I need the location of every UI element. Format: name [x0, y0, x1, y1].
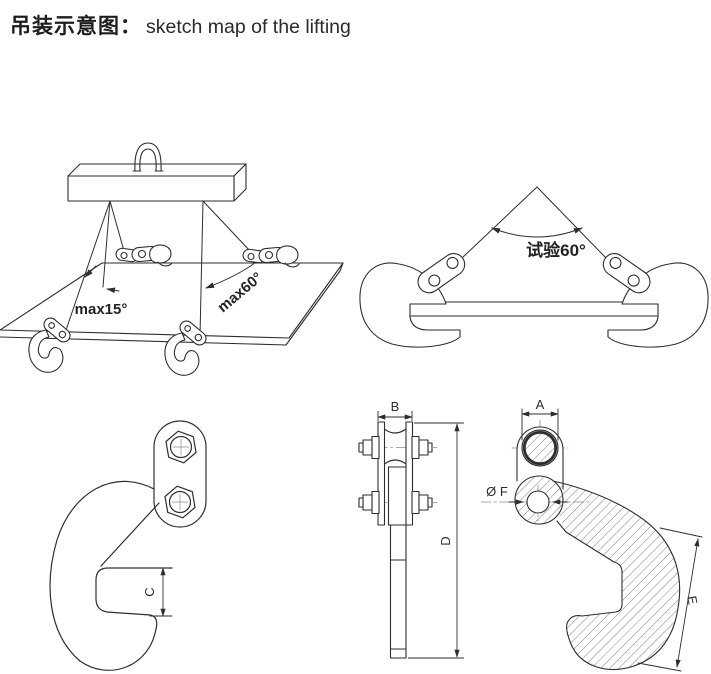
- side-hex-nuts: [164, 430, 197, 519]
- front-bolts: [358, 435, 433, 515]
- dim-e: [637, 527, 703, 672]
- figure-front-view: B D: [358, 399, 464, 659]
- dim-label-b: B: [391, 399, 400, 414]
- page-title: 吊装示意图：sketch map of the lifting: [10, 10, 351, 40]
- pivot-hole: [526, 490, 550, 514]
- title-chinese: 吊装示意图：: [10, 15, 142, 38]
- test-sling-lines: [461, 186, 607, 259]
- shackle: [132, 142, 164, 172]
- dim-c: [149, 567, 173, 617]
- figure-section-view: A Ø F E: [480, 397, 703, 672]
- rear-clamp-left: [115, 244, 173, 267]
- dim-label-d: D: [438, 536, 453, 545]
- dim-label-a: A: [536, 397, 545, 412]
- spreader-beam: [67, 163, 247, 202]
- dim-b: [377, 411, 413, 421]
- front-clamp-left: [28, 317, 71, 373]
- dim-label-f: Ø F: [486, 484, 508, 499]
- figure-test-angle: 试验60°: [359, 186, 709, 348]
- section-head: [516, 426, 564, 490]
- test-clamp-left: [359, 252, 466, 348]
- front-clamp-right: [164, 320, 207, 376]
- dim-label-e: E: [684, 594, 700, 606]
- label-test-angle: 试验60°: [526, 240, 586, 260]
- test-clamp-right: [602, 252, 709, 348]
- label-max15: max15°: [75, 301, 128, 318]
- sling-lines: [63, 200, 251, 337]
- lifting-eye-hole: [522, 430, 558, 466]
- dim-d: [408, 422, 464, 659]
- dim-label-c: C: [142, 587, 157, 596]
- title-english: sketch map of the lifting: [146, 16, 351, 38]
- rear-clamp-right: [242, 245, 300, 268]
- dim-a: [521, 408, 559, 441]
- front-body: [377, 421, 414, 659]
- section-hook: [514, 475, 681, 670]
- figure-lifting-assembly: max15° max60°: [0, 142, 344, 376]
- figure-side-view: C: [49, 420, 207, 671]
